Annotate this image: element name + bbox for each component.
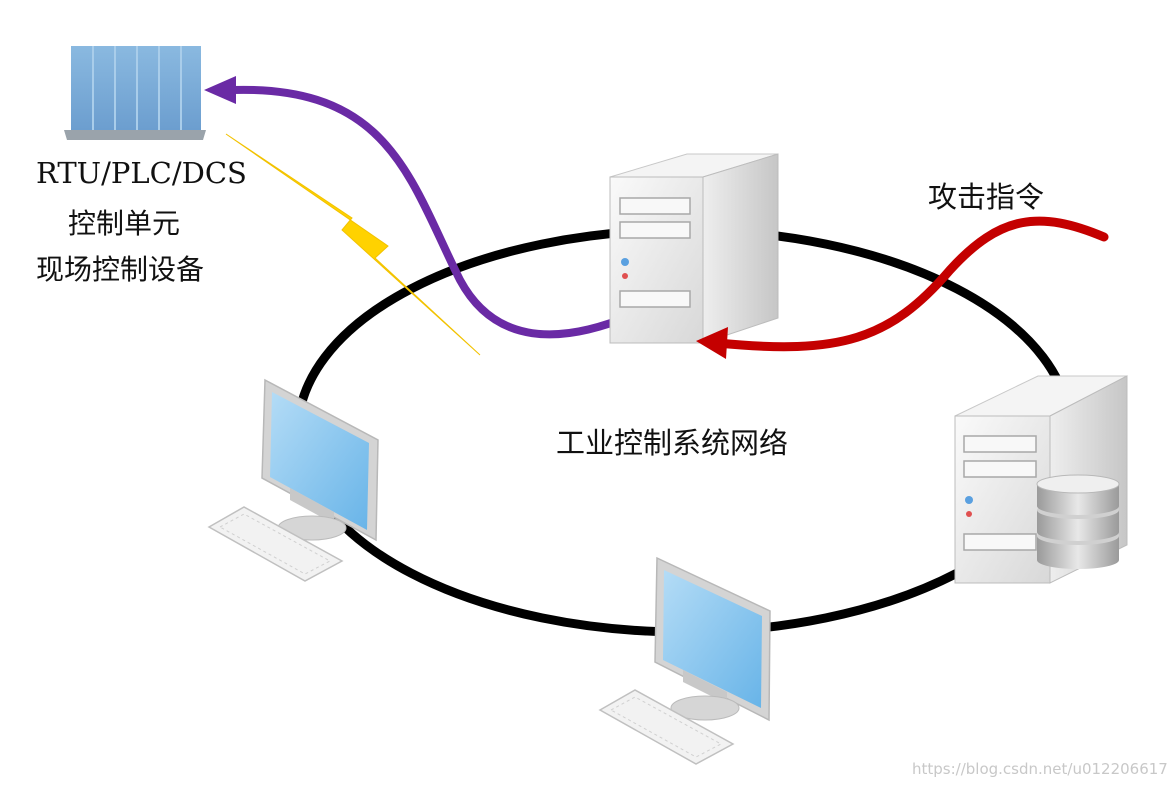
attack-label: 攻击指令: [928, 180, 1045, 214]
plc-label-line3: 现场控制设备: [36, 253, 205, 286]
lightning-bolt-icon: [225, 133, 481, 356]
plc-label-line2: 控制单元: [68, 207, 181, 240]
plc-label-line1: RTU/PLC/DCS: [36, 156, 247, 190]
attack-command-arrow: [713, 216, 1109, 352]
workstation-icon: [207, 378, 379, 582]
database-server-icon: [954, 375, 1128, 584]
plc-device-icon: [64, 46, 206, 140]
network-label: 工业控制系统网络: [556, 426, 789, 460]
control-command-arrow: [228, 85, 636, 339]
attack-arrowhead: [696, 327, 728, 359]
workstation-icon: [598, 556, 771, 765]
control-arrowhead: [204, 76, 236, 104]
server-icon: [609, 153, 779, 344]
watermark: https://blog.csdn.net/u012206617: [912, 760, 1168, 778]
